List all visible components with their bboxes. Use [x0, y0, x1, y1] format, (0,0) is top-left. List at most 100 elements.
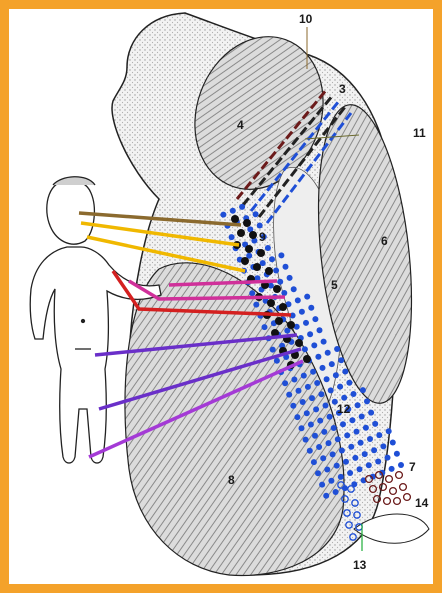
blue-dot [229, 234, 235, 240]
blue-dot [273, 268, 279, 274]
blue-dot [333, 372, 339, 378]
blue-dot [355, 402, 361, 408]
blue-dot [315, 470, 321, 476]
blue-dot [291, 377, 297, 383]
blue-dot [368, 410, 374, 416]
label-4: 4 [237, 118, 244, 132]
blue-dot [385, 455, 391, 461]
blue-dot [295, 297, 301, 303]
black-dot [295, 339, 303, 347]
blue-dot [328, 478, 334, 484]
red-ring [390, 488, 397, 495]
blue-dot [253, 302, 259, 308]
blue-dot [299, 425, 305, 431]
blue-dot [363, 425, 369, 431]
blue-dot [303, 437, 309, 443]
blue-dot [281, 290, 287, 296]
blue-dot [304, 410, 310, 416]
blue-dot [239, 204, 245, 210]
blue-dot [324, 376, 330, 382]
red-ring [394, 498, 401, 505]
blue-dot [307, 448, 313, 454]
red-ring [400, 484, 407, 491]
blue-dot [317, 327, 323, 333]
blue-dot [343, 459, 349, 465]
label-14: 14 [415, 496, 429, 510]
blue-dot [359, 414, 365, 420]
blue-dot [380, 443, 386, 449]
label-8: 8 [228, 473, 235, 487]
blue-dot [366, 462, 372, 468]
blue-dot [300, 399, 306, 405]
blue-dot [274, 358, 280, 364]
blue-dot [262, 324, 268, 330]
blue-dot [307, 331, 313, 337]
blue-dot [346, 380, 352, 386]
thalamus-somatotopy-diagram: 10 3 4 11 6 9 5 12 8 7 14 13 [9, 9, 433, 584]
blue-dot [316, 444, 322, 450]
blue-dot [348, 444, 354, 450]
blue-dot [269, 256, 275, 262]
blue-dot [372, 421, 378, 427]
label-6: 6 [381, 234, 388, 248]
blue-dot [360, 387, 366, 393]
blue-dot [328, 387, 334, 393]
blue-dot [331, 425, 337, 431]
blue-dot [315, 354, 321, 360]
label-5: 5 [331, 278, 338, 292]
blue-dot [371, 447, 377, 453]
blue-dot [389, 466, 395, 472]
blue-dot [327, 414, 333, 420]
blue-dot [249, 290, 255, 296]
blue-dot [317, 418, 323, 424]
blue-dot [329, 361, 335, 367]
blue-dot [357, 466, 363, 472]
blue-dot [253, 211, 259, 217]
blue-dot [260, 260, 266, 266]
blue-dot [362, 451, 368, 457]
blue-dot [286, 392, 292, 398]
blue-dot [291, 286, 297, 292]
black-dot [267, 299, 275, 307]
blue-dot [308, 305, 314, 311]
black-dot [303, 355, 311, 363]
blue-dot [349, 417, 355, 423]
black-dot [257, 249, 265, 257]
blue-dot [321, 339, 327, 345]
blue-dot [319, 482, 325, 488]
blue-dot [318, 391, 324, 397]
label-11: 11 [413, 126, 426, 140]
blue-dot [337, 384, 343, 390]
blue-dot [257, 223, 263, 229]
red-ring [384, 498, 391, 505]
blue-dot [265, 245, 271, 251]
red-ring [404, 494, 411, 501]
blue-dot [375, 459, 381, 465]
blue-dot [323, 403, 329, 409]
blue-dot [305, 384, 311, 390]
blue-dot [220, 212, 226, 218]
blue-dot [314, 380, 320, 386]
black-dot [245, 245, 253, 253]
blue-dot [339, 448, 345, 454]
blue-dot [311, 459, 317, 465]
label-3: 3 [339, 82, 346, 96]
blue-dot [330, 451, 336, 457]
blue-dot [313, 406, 319, 412]
label-12: 12 [337, 402, 351, 416]
blue-dot [320, 455, 326, 461]
blue-dot [308, 422, 314, 428]
red-ring [386, 476, 393, 483]
blue-dot [312, 433, 318, 439]
blue-dot [342, 369, 348, 375]
blue-dot [358, 440, 364, 446]
blue-dot [321, 429, 327, 435]
black-dot [265, 267, 273, 275]
blue-dot [278, 252, 284, 258]
blue-dot [283, 264, 289, 270]
label-7: 7 [409, 460, 416, 474]
blue-dot [364, 398, 370, 404]
blue-dot [344, 432, 350, 438]
blue-dot [296, 388, 302, 394]
blue-dot [352, 455, 358, 461]
